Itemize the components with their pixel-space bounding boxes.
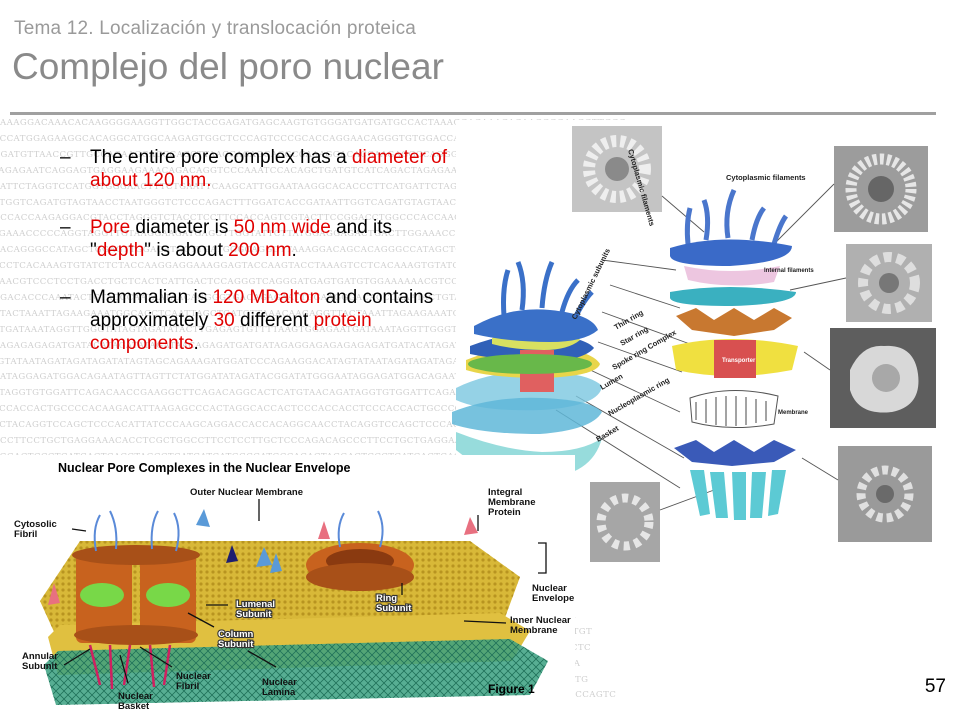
label-nuclear-basket-2: Basket <box>118 701 150 712</box>
label-internal-filaments: Internal filaments <box>764 268 814 274</box>
bullet-text: . <box>193 333 199 354</box>
slide-title: Complejo del poro nuclear <box>12 46 444 87</box>
label-membrane: Membrane <box>778 410 809 416</box>
label-column-subunit-2: Subunit <box>218 639 254 650</box>
bullet-dash: – <box>60 217 71 238</box>
label-transporter: Transporter <box>722 358 756 364</box>
bullet-text: different <box>234 310 314 331</box>
label-nuclear-basket-1: Nuclear <box>118 691 153 702</box>
label-nuclear-envelope-1: Nuclear <box>532 583 567 594</box>
bullet-item: –Pore diameter is 50 nm wide and its "de… <box>60 216 455 262</box>
highlight-text: 30 <box>213 310 235 331</box>
label-cytosolic-fibril-2: Fibril <box>14 529 37 540</box>
micrograph-column <box>572 126 936 562</box>
label-annular-subunit-1: Annular <box>22 651 58 662</box>
label-annular-subunit-2: Subunit <box>22 661 58 672</box>
exploded-stack <box>670 188 798 520</box>
sequence-line: ATAGGAGATGGACAGAATAGTTAGTTCTATGGATATAGAT… <box>0 372 590 383</box>
bullet-list: –The entire pore complex has a diameter … <box>60 146 455 379</box>
page-number: 57 <box>924 676 946 697</box>
sequence-line: AACCTACAGGTCCAGCTCCCACATTATCCCAAGCAGGACC… <box>0 420 581 431</box>
sequence-line: ATAGTATAATAGATAGATAGATATAGTAGCAGAAAGATGG… <box>0 356 565 367</box>
bullet-item: –Mammalian is 120 MDalton and contains a… <box>60 286 455 355</box>
figure-title: Nuclear Pore Complexes in the Nuclear En… <box>58 461 351 475</box>
label-cytosolic-fibril-1: Cytosolic <box>14 519 57 530</box>
highlight-text: depth <box>96 240 145 261</box>
highlight-text: 200 nm <box>228 240 292 261</box>
slide-subtitle: Tema 12. Localización y translocación pr… <box>14 18 417 39</box>
npc-envelope-figure: Nuclear Pore Complexes in the Nuclear En… <box>0 455 575 715</box>
bullet-text: Mammalian is <box>90 287 213 308</box>
sequence-line: TCCTCACAAAGTGTATCTCTACCAAGGAGGAAAGGAGTAC… <box>0 261 596 272</box>
sequence-line: ATGATAAATAGGTTGGGTATAGTAGATATACTTGAGAGTG… <box>0 324 580 335</box>
label-lumenal-subunit-2: Subunit <box>236 609 272 620</box>
highlight-text: 50 nm wide <box>233 217 331 238</box>
bullet-text: . <box>291 240 297 261</box>
bullet-text: The entire pore complex has a <box>90 147 352 168</box>
highlight-text: 120 MDalton <box>212 287 321 308</box>
label-nuclear-fibril-1: Nuclear <box>176 671 211 682</box>
bullet-text: and its " <box>90 217 393 261</box>
pore-ring-right <box>306 543 414 591</box>
highlight-text: diameter of about 120 nm. <box>90 147 447 191</box>
bullet-text: " is about <box>144 240 229 261</box>
pore-cluster-left <box>72 545 200 645</box>
sequence-line: ACCATGGAGAAGGCACAGGCATGGCAAGAGTGGCTCCCAG… <box>0 133 618 144</box>
bullet-text: and contains approximately <box>90 287 434 331</box>
label-nuclear-lamina-2: Lamina <box>262 687 296 698</box>
sequence-line: GGGATGTTAACCGTTGCCAGAAGGACCCACCTTAACCACA… <box>0 149 606 160</box>
label-inner-nuclear-membrane-1: Inner Nuclear <box>510 615 571 626</box>
label-nuclear-fibril-2: Fibril <box>176 681 199 692</box>
bullet-dash: – <box>60 287 71 308</box>
sequence-line: AGAGAGAGAGATGATACATAGATATAGATAACAGAGATGA… <box>0 340 566 351</box>
bullet-item: –The entire pore complex has a diameter … <box>60 146 455 192</box>
npc-exploded-figure: Cytoplasmic filaments Cytoplasmic filame… <box>452 120 944 588</box>
sequence-line: GCCCACCAAGAGGACGTACCTAGGGTCTACCTCCTTCCAC… <box>0 213 603 224</box>
label-outer-nuclear-membrane: Outer Nuclear Membrane <box>190 487 303 498</box>
sequence-line: TCCCACCACTGCCCCACAAGACATTAAGAGCCCACTAGGC… <box>0 404 597 415</box>
label-cytoplasmic-filaments: Cytoplasmic filaments <box>726 173 806 182</box>
sequence-line: ATAGGTGTGGATTCAGACAACCGAAGGCTTCAGACAGGCA… <box>0 388 601 399</box>
sequence-line: CCTTCCTGCTGAGGAAACACCTCGCTGGCCTTCCTCCTTG… <box>0 436 611 446</box>
title-divider <box>10 112 936 115</box>
sequence-line: AGGGACACCCAAATACTGTACCCAATAATAACAGGGGTGA… <box>0 292 589 303</box>
label-column-subunit-1: Column <box>218 629 254 640</box>
figure-caption: Figure 1 <box>488 682 535 696</box>
sequence-line: TTGGAAACCCCCAGGTAGGTTGTAAGGAAGATGAGCTTGG… <box>0 229 591 240</box>
sequence-line: TTGGTCAGATGTAGTAACCTAATGGGTCTCCCAGACTTTG… <box>0 197 604 208</box>
bullet-text: diameter is <box>130 217 234 238</box>
highlight-text: Pore <box>90 217 131 238</box>
label-ring-subunit-1: Ring <box>376 593 397 604</box>
label-inner-nuclear-membrane-2: Membrane <box>510 625 558 636</box>
sequence-line: AAAACGTCCCTCCTGACCTGCTCACTCATTGACTCCAGGG… <box>0 277 599 287</box>
label-integral-membrane-protein-3: Protein <box>488 507 521 518</box>
sequence-line: TACTAAATTAGAAGAAATGGCAGCTCAATTAGCTGATGTT… <box>0 308 593 319</box>
highlight-text: protein components <box>90 310 372 354</box>
label-integral-membrane-protein-1: Integral <box>488 487 522 498</box>
label-lumenal-subunit-1: Lumenal <box>236 599 275 610</box>
label-nuclear-lamina-1: Nuclear <box>262 677 297 688</box>
sequence-line: ACAGGGCCATAGCTGGAGTTGGAGATGGTTGATGGGCAGG… <box>0 245 613 256</box>
label-ring-subunit-2: Subunit <box>376 603 412 614</box>
sequence-line: ATTCTAGGTCCATGGTGGGAACTTTCTGAATTCAAGCATT… <box>0 181 606 192</box>
label-nuclear-envelope-2: Envelope <box>532 593 574 604</box>
label-integral-membrane-protein-2: Membrane <box>488 497 536 508</box>
bullet-dash: – <box>60 147 71 168</box>
sequence-line: AAAGGACAAACACAAGGGGAAGGTTGGCTACCGAGATGAG… <box>0 118 626 128</box>
sequence-line: ACTAGAGAATCAGGAGTGAGGAAGAAACAGACAGGTCCCA… <box>0 165 587 176</box>
